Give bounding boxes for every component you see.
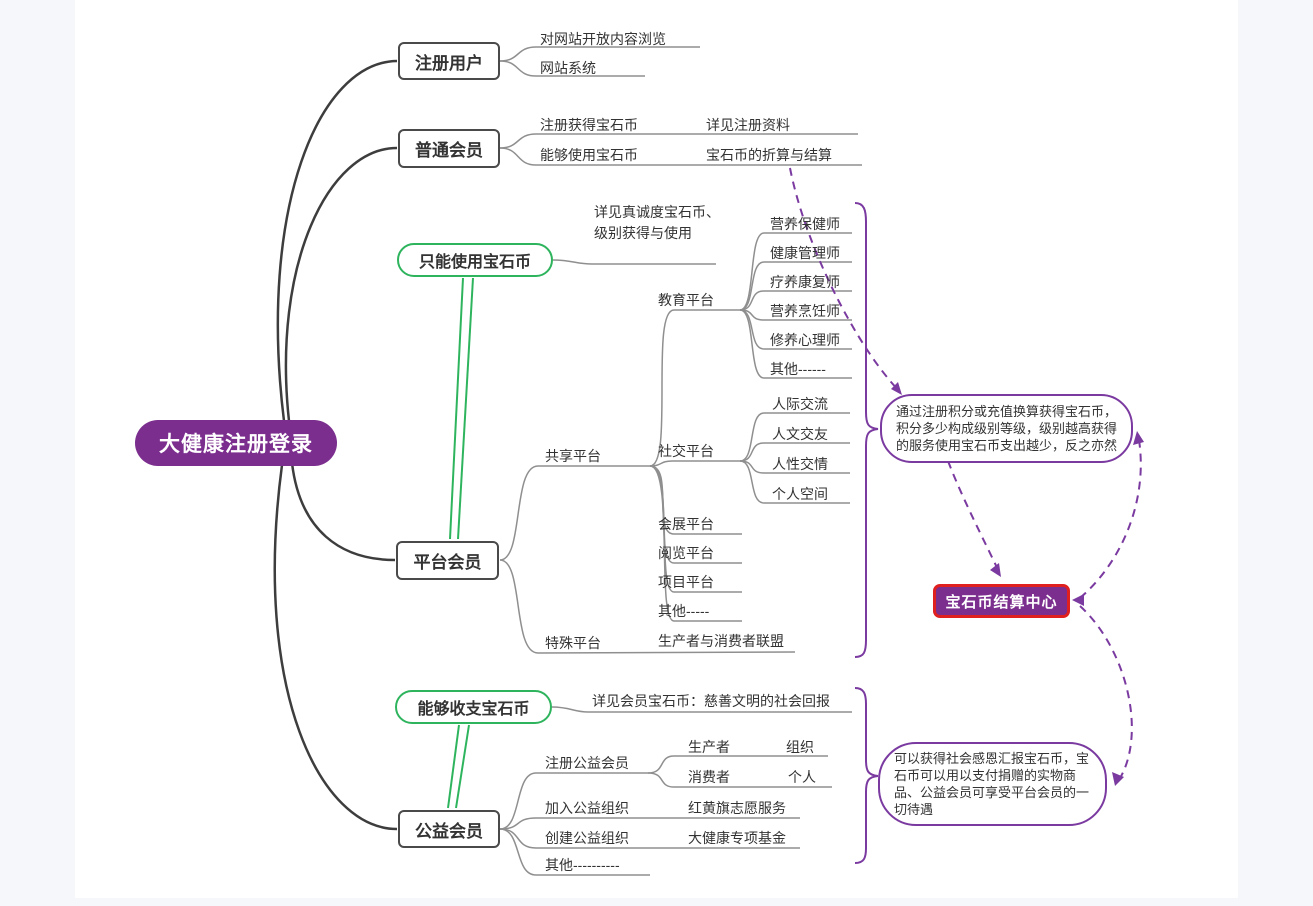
topic-producer[interactable]: 生产者	[688, 739, 730, 755]
topic-gem-settlement-center[interactable]: 宝石币结算中心	[933, 584, 1070, 618]
topic-organization[interactable]: 组织	[786, 739, 814, 755]
topic-can-receive-pay-gem[interactable]: 能够收支宝石币	[395, 690, 552, 724]
root-topic[interactable]: 大健康注册登录	[135, 420, 337, 466]
topic-producer-consumer-alliance[interactable]: 生产者与消费者联盟	[658, 633, 784, 649]
topic-humanity-friend[interactable]: 人文交友	[772, 426, 828, 442]
note-charity-gem-text: 可以获得社会感恩汇报宝石币，宝石币可以用以支付捐赠的实物商品、公益会员可享受平台…	[894, 751, 1090, 817]
topic-social-platform[interactable]: 社交平台	[658, 443, 714, 459]
topic-ordinary-member[interactable]: 普通会员	[398, 129, 500, 168]
topic-charity-member[interactable]: 公益会员	[398, 810, 500, 848]
note-gem-rules-text: 通过注册积分或充值换算获得宝石币，积分多少构成级别等级，级别越高获得的服务使用宝…	[896, 404, 1118, 453]
topic-see-member-gem[interactable]: 详见会员宝石币：慈善文明的社会回报	[592, 693, 830, 709]
topic-personal-space[interactable]: 个人空间	[772, 486, 828, 502]
topic-red-yellow-flag[interactable]: 红黄旗志愿服务	[688, 800, 786, 816]
topic-project-platform[interactable]: 项目平台	[658, 574, 714, 590]
topic-interpersonal[interactable]: 人际交流	[772, 396, 828, 412]
topic-nature-affection[interactable]: 人性交情	[772, 456, 828, 472]
note-charity-gem[interactable]: 可以获得社会感恩汇报宝石币，宝石币可以用以支付捐赠的实物商品、公益会员可享受平台…	[878, 742, 1107, 826]
topic-education-platform[interactable]: 教育平台	[658, 292, 714, 308]
topic-reading-platform[interactable]: 阅览平台	[658, 545, 714, 561]
topic-recuperation[interactable]: 疗养康复师	[770, 274, 840, 290]
topic-can-use-gem[interactable]: 能够使用宝石币	[540, 147, 638, 163]
topic-only-use-gem[interactable]: 只能使用宝石币	[397, 243, 553, 277]
topic-open-browse[interactable]: 对网站开放内容浏览	[540, 31, 666, 47]
topic-share-other[interactable]: 其他-----	[658, 603, 710, 619]
topic-edu-other[interactable]: 其他------	[770, 361, 826, 377]
topic-register-charity[interactable]: 注册公益会员	[545, 755, 629, 771]
topic-exhibition-platform[interactable]: 会展平台	[658, 516, 714, 532]
topic-nutrition-health[interactable]: 营养保健师	[770, 216, 840, 232]
topic-individual[interactable]: 个人	[788, 769, 816, 785]
topic-site-system[interactable]: 网站系统	[540, 60, 596, 76]
topic-see-sincerity[interactable]: 详见真诚度宝石币、级别获得与使用	[594, 204, 720, 241]
topic-health-manager[interactable]: 健康管理师	[770, 245, 840, 261]
topic-psychology[interactable]: 修养心理师	[770, 332, 840, 348]
topic-create-charity[interactable]: 创建公益组织	[545, 830, 629, 846]
topic-nutrition-cooking[interactable]: 营养烹饪师	[770, 303, 840, 319]
topic-share-platform[interactable]: 共享平台	[545, 448, 601, 464]
topic-gem-conversion[interactable]: 宝石币的折算与结算	[706, 147, 832, 163]
topic-registered-user[interactable]: 注册用户	[398, 42, 500, 80]
topic-see-register-info[interactable]: 详见注册资料	[706, 117, 790, 133]
topic-consumer[interactable]: 消费者	[688, 769, 730, 785]
topic-join-charity[interactable]: 加入公益组织	[545, 800, 629, 816]
note-gem-rules[interactable]: 通过注册积分或充值换算获得宝石币，积分多少构成级别等级，级别越高获得的服务使用宝…	[880, 394, 1133, 463]
topic-register-get-gem[interactable]: 注册获得宝石币	[540, 117, 638, 133]
topic-special-platform[interactable]: 特殊平台	[545, 635, 601, 651]
topic-platform-member[interactable]: 平台会员	[396, 541, 499, 580]
topic-charity-other[interactable]: 其他----------	[545, 857, 620, 873]
topic-health-fund[interactable]: 大健康专项基金	[688, 830, 786, 846]
